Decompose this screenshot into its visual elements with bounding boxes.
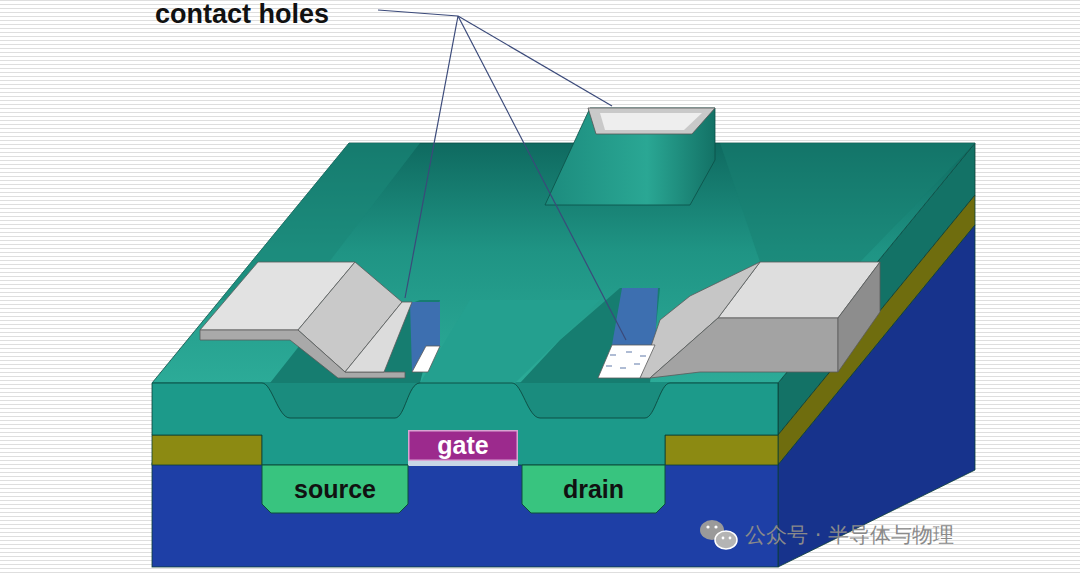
- raised-oxide-over-gate-part: [545, 108, 715, 205]
- leader-lines-part: [378, 10, 458, 16]
- right-metal-line-part: [606, 352, 646, 368]
- left-metal-line-part: [412, 346, 440, 372]
- leader-lines-part: [405, 16, 458, 298]
- front-face-part: [665, 435, 778, 465]
- oxide-top-surface-part: [720, 143, 975, 262]
- right-metal-line-part-part: [634, 363, 640, 364]
- right-metal-line: [598, 262, 880, 378]
- drain-region-shape: [522, 465, 665, 513]
- wechat-icon-part: [706, 525, 709, 528]
- right-metal-line-part: [598, 345, 655, 378]
- watermark: 公众号 · 半导体与物理: [745, 522, 954, 549]
- callout-label: contact holes: [155, 0, 329, 30]
- leader-lines: [378, 10, 626, 340]
- raised-oxide-over-gate-part: [588, 108, 715, 134]
- right-metal-line-part-part: [606, 365, 612, 366]
- front-face-part: [152, 435, 262, 465]
- region-label: gate: [437, 433, 488, 458]
- source-region-shape: [262, 465, 408, 513]
- raised-oxide-over-gate: [545, 108, 715, 205]
- front-face-part: [152, 463, 778, 567]
- wechat-icon: [700, 520, 737, 549]
- leader-lines-part: [458, 16, 612, 106]
- source-region: source: [262, 465, 408, 513]
- wechat-icon-part: [722, 537, 725, 540]
- oxide-top-surface-part: [420, 300, 600, 383]
- right-metal-line-part-part: [620, 367, 626, 368]
- gate-electrode-shape: [409, 431, 518, 461]
- wechat-icon-part: [715, 531, 737, 549]
- right-metal-line-part-part: [640, 355, 646, 356]
- region-label: drain: [563, 477, 624, 502]
- wechat-icon-part: [729, 537, 732, 540]
- gate-electrode: gate: [408, 430, 518, 461]
- region-label: source: [294, 477, 376, 502]
- contact-hole-openings-part: [612, 288, 658, 345]
- left-metal-line-part: [345, 302, 412, 372]
- right-metal-line-part: [838, 262, 880, 372]
- leader-lines-part: [458, 16, 626, 340]
- wechat-icon-part: [714, 525, 717, 528]
- right-metal-line-part-part: [626, 351, 632, 352]
- drain-region: drain: [522, 465, 665, 513]
- left-metal-line: [200, 262, 440, 378]
- right-metal-line-part: [650, 318, 838, 378]
- raised-oxide-over-gate-part: [600, 113, 702, 130]
- right-metal-line-part-part: [610, 354, 616, 355]
- front-face: [152, 383, 778, 567]
- front-face-part: [152, 383, 778, 465]
- contact-hole-openings-part: [410, 302, 440, 372]
- gate-oxide: [408, 461, 518, 466]
